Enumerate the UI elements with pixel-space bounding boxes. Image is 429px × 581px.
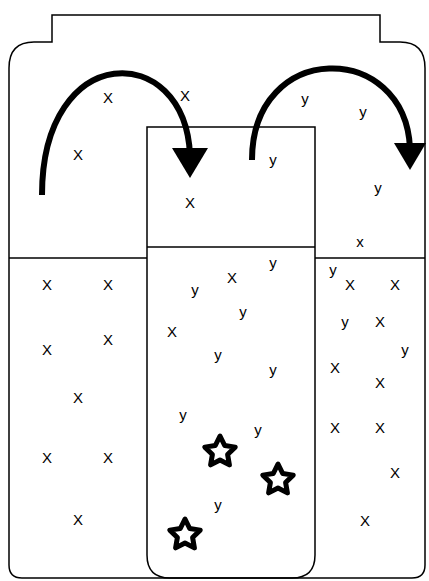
molecule-label: y bbox=[269, 152, 277, 168]
molecule-label: y bbox=[359, 104, 367, 120]
molecule-label: X bbox=[360, 513, 370, 529]
molecule-label: X bbox=[73, 390, 83, 406]
molecule-label: y bbox=[301, 91, 309, 107]
molecule-label: y bbox=[179, 407, 187, 423]
molecule-label: y bbox=[191, 282, 199, 298]
molecule-label: X bbox=[103, 450, 113, 466]
liquid-level bbox=[315, 257, 425, 259]
molecule-label: X bbox=[375, 375, 385, 391]
molecule-label: X bbox=[185, 195, 195, 211]
molecule-label: X bbox=[330, 420, 340, 436]
molecule-label: X bbox=[227, 270, 237, 286]
molecule-label: y bbox=[254, 422, 262, 438]
molecule-label: X bbox=[73, 512, 83, 528]
molecule-label: X bbox=[73, 147, 83, 163]
liquid-level bbox=[147, 246, 315, 248]
molecule-label: X bbox=[375, 314, 385, 330]
molecule-label: X bbox=[375, 420, 385, 436]
molecule-label: X bbox=[390, 465, 400, 481]
molecule-label: y bbox=[214, 347, 222, 363]
molecule-label: y bbox=[269, 362, 277, 378]
molecule-label: y bbox=[214, 497, 222, 513]
molecule-label: y bbox=[401, 342, 409, 358]
evaporation-arrow bbox=[252, 68, 410, 160]
molecule-label: X bbox=[390, 277, 400, 293]
molecule-label: X bbox=[103, 90, 113, 106]
molecule-label: y bbox=[239, 304, 247, 320]
solute-star bbox=[170, 519, 200, 548]
liquid-level bbox=[9, 257, 147, 259]
molecule-label: y bbox=[329, 262, 337, 278]
molecule-label: X bbox=[42, 342, 52, 358]
molecule-label: X bbox=[167, 324, 177, 340]
arrow-head bbox=[172, 148, 208, 178]
molecule-label: X bbox=[42, 450, 52, 466]
solute-star bbox=[205, 436, 235, 465]
molecule-label: y bbox=[341, 314, 349, 330]
solute-star bbox=[263, 464, 293, 493]
molecule-label: X bbox=[103, 332, 113, 348]
molecule-label: y bbox=[269, 255, 277, 271]
molecule-label: X bbox=[345, 277, 355, 293]
molecule-label: X bbox=[103, 277, 113, 293]
molecule-label: x bbox=[356, 234, 364, 250]
molecule-label: X bbox=[42, 277, 52, 293]
molecule-label: X bbox=[330, 360, 340, 376]
jar-outline bbox=[9, 15, 425, 578]
molecule-label: X bbox=[180, 88, 190, 104]
beaker-outline bbox=[147, 127, 315, 578]
arrow-head bbox=[394, 143, 426, 170]
molecule-label: y bbox=[374, 180, 382, 196]
evaporation-arrow bbox=[42, 73, 190, 195]
